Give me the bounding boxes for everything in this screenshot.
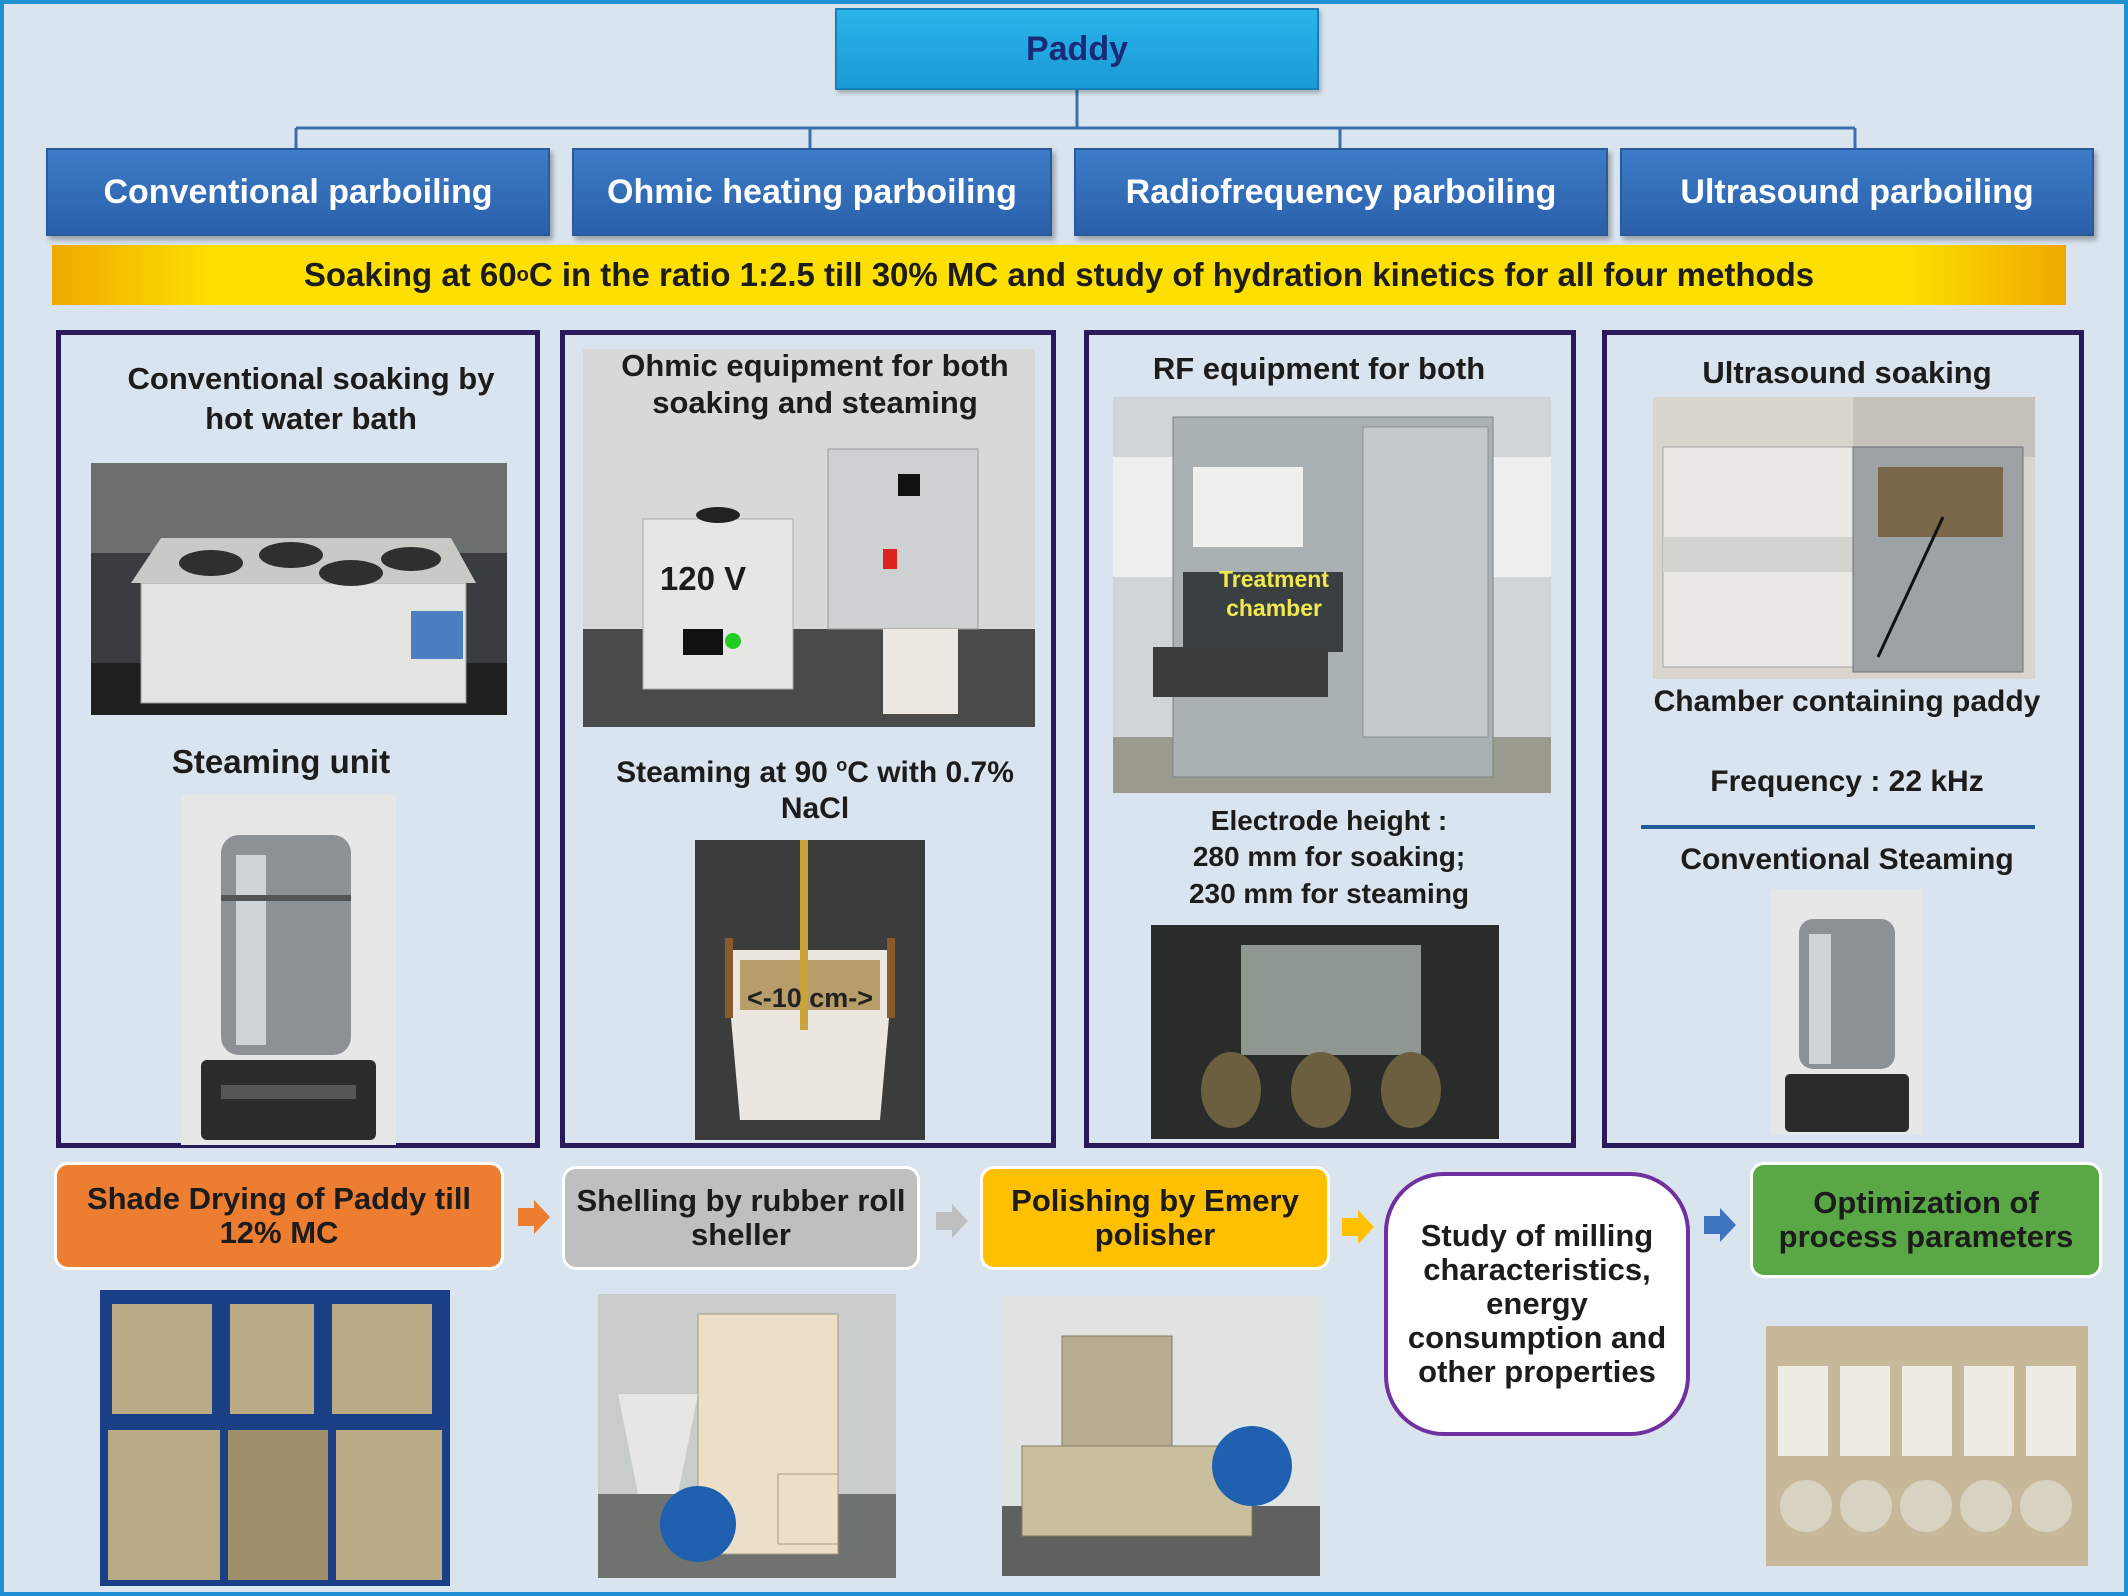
ohmic-equipment-photo	[583, 349, 1035, 727]
ohmic-steaming-caption: Steaming at 90 oC with 0.7% NaCl	[615, 755, 1015, 827]
panel-ultrasound: Ultrasound soaking Chamber containing pa…	[1602, 330, 2084, 1148]
ohmic-steaming-pre: Steaming at 90	[616, 756, 837, 789]
ohmic-equipment-title: Ohmic equipment for both soaking and ste…	[621, 348, 1009, 421]
method-radiofrequency: Radiofrequency parboiling	[1074, 148, 1608, 236]
ohmic-cell-photo	[695, 840, 925, 1140]
electrode-gap-label: <-10 cm->	[746, 983, 874, 1013]
divider-line	[1641, 825, 2035, 829]
conventional-soaking-title: Conventional soaking by hot water bath	[127, 361, 495, 437]
electrode-height-line2: 280 mm for soaking;	[1192, 841, 1466, 873]
tree-connectors	[294, 86, 1857, 148]
rf-equipment-photo	[1113, 397, 1551, 793]
electrode-gap-value: 10 cm	[771, 983, 849, 1013]
arrow-right-icon	[1342, 1210, 1374, 1244]
voltage-label: 120 V	[659, 560, 747, 597]
shade-drying-photo	[100, 1290, 450, 1586]
root-node-paddy: Paddy	[835, 8, 1319, 90]
arrow-right-icon	[936, 1204, 968, 1238]
treatment-chamber-label: Treatment chamber	[1219, 566, 1329, 621]
conventional-steaming-title: Conventional Steaming	[1680, 843, 2014, 876]
panel-rf: RF equipment for both Treatment chamber …	[1084, 330, 1576, 1148]
optimization-samples-photo	[1766, 1326, 2088, 1566]
method-ultrasound: Ultrasound parboiling	[1620, 148, 2094, 236]
electrode-height-line3: 230 mm for steaming	[1188, 877, 1470, 909]
panel-conventional: Conventional soaking by hot water bath S…	[56, 330, 540, 1148]
banner-text-pre: Soaking at 60	[303, 256, 517, 293]
water-bath-photo	[91, 463, 507, 715]
rf-equipment-title: RF equipment for both	[1152, 351, 1486, 386]
arrow-right-icon	[518, 1200, 550, 1234]
step-optimization: Optimization of process parameters	[1750, 1162, 2102, 1278]
banner-degree-sup: o	[516, 263, 529, 286]
method-conventional: Conventional parboiling	[46, 148, 550, 236]
step-polishing: Polishing by Emery polisher	[980, 1166, 1330, 1270]
steaming-unit-photo	[181, 795, 396, 1145]
step-shelling: Shelling by rubber roll sheller	[562, 1166, 920, 1270]
arrow-right-icon	[1704, 1208, 1736, 1242]
electrode-height-block: Electrode height : 280 mm for soaking; 2…	[1139, 803, 1519, 912]
step-shade-drying: Shade Drying of Paddy till 12% MC	[54, 1162, 504, 1270]
electrode-height-line1: Electrode height :	[1210, 805, 1448, 836]
rf-electrode-photo	[1151, 925, 1499, 1139]
ultrasound-soaking-title: Ultrasound soaking	[1702, 355, 1992, 390]
sheller-photo	[598, 1294, 896, 1578]
panel-ohmic: Ohmic equipment for both soaking and ste…	[560, 330, 1056, 1148]
ohmic-steaming-post: C with 0.7% NaCl	[780, 756, 1014, 825]
ohmic-degree-sup: o	[836, 755, 848, 775]
step-milling-study: Study of milling characteristics, energy…	[1384, 1172, 1690, 1436]
banner-text-post: C in the ratio 1:2.5 till 30% MC and stu…	[528, 256, 1815, 293]
method-ohmic: Ohmic heating parboiling	[572, 148, 1052, 236]
polisher-photo	[1002, 1296, 1320, 1576]
ultrasound-chamber-caption: Chamber containing paddy	[1653, 685, 2041, 718]
ultrasound-bath-photo	[1653, 397, 2035, 679]
ultrasound-frequency: Frequency : 22 kHz	[1710, 765, 1984, 798]
ultrasound-steaming-photo	[1771, 889, 1923, 1135]
steaming-unit-title: Steaming unit	[171, 743, 391, 780]
